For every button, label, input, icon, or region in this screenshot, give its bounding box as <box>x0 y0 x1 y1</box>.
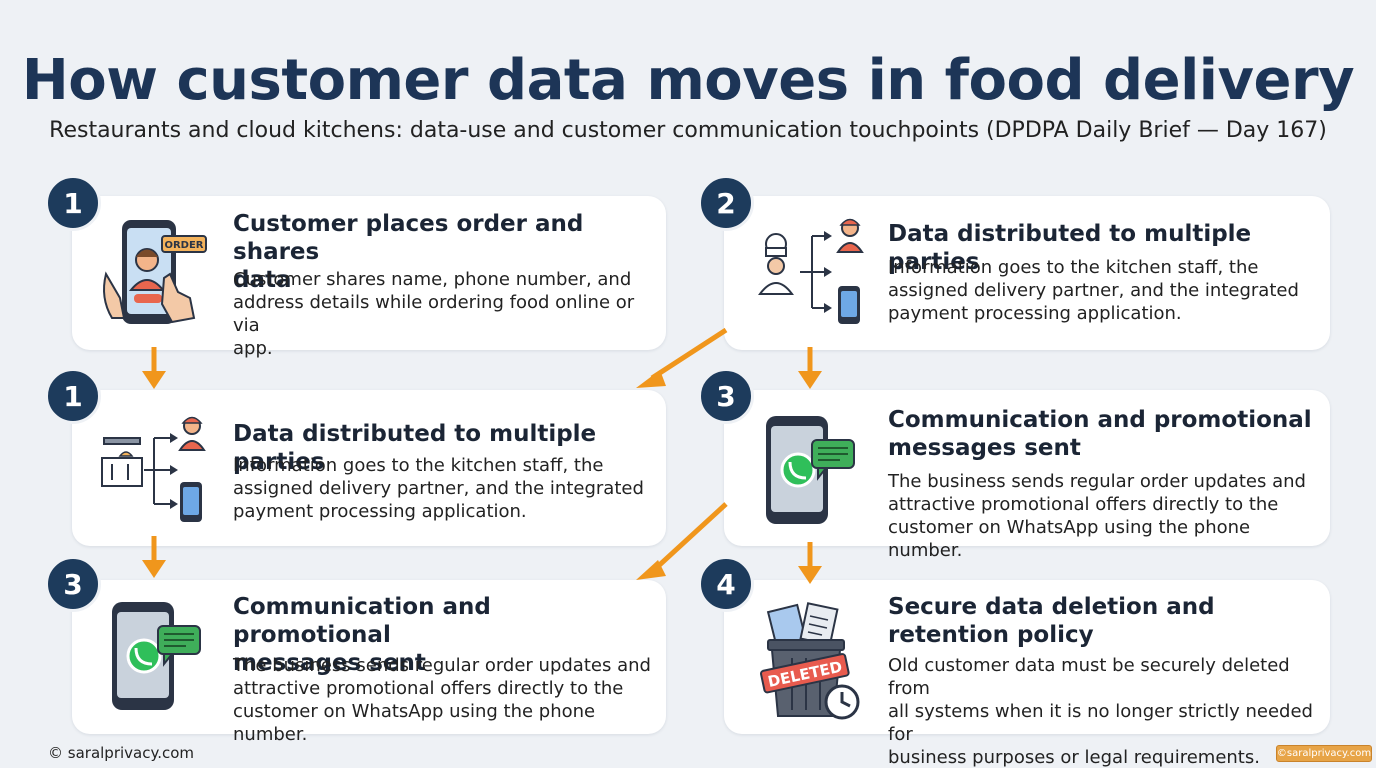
step-description: The business sends regular order updates… <box>888 471 1306 561</box>
whatsapp-phone-icon <box>766 416 855 524</box>
step-description: Old customer data must be securely delet… <box>888 655 1313 768</box>
step-badge: 4 <box>698 556 754 612</box>
step-title: Data distributed to multiple parties <box>233 421 597 475</box>
whatsapp-phone-icon <box>112 602 201 710</box>
watermark-badge: ©saralprivacy.com <box>1276 745 1372 762</box>
arrow-down-icon <box>142 347 166 389</box>
step-description: Customer shares name, phone number, and … <box>233 269 635 359</box>
page-title: How customer data moves in food delivery <box>21 48 1355 113</box>
order-label: ORDER <box>164 240 203 251</box>
arrow-down-icon <box>798 347 822 389</box>
copyright-footer: © saralprivacy.com <box>48 744 195 762</box>
step-title: Secure data deletion and retention polic… <box>888 594 1215 648</box>
step-description: The business sends regular order updates… <box>233 655 651 745</box>
step-description: Information goes to the kitchen staff, t… <box>888 257 1299 324</box>
page-subtitle: Restaurants and cloud kitchens: data-use… <box>49 118 1327 143</box>
arrow-down-icon <box>798 542 822 584</box>
step-badge: 3 <box>45 556 101 612</box>
step-badge: 3 <box>698 368 754 424</box>
step-badge: 2 <box>698 175 754 231</box>
step-title: Data distributed to multiple parties <box>888 221 1252 275</box>
step-badge: 1 <box>45 368 101 424</box>
step-badge: 1 <box>45 175 101 231</box>
arrow-down-icon <box>142 536 166 578</box>
phone-order-icon: ORDER <box>103 220 207 324</box>
kitchen-distribution-icon <box>101 416 206 522</box>
step-title: Customer places order and shares data <box>233 211 584 293</box>
arrow-diagonal-icon <box>636 502 728 580</box>
step-description: Information goes to the kitchen staff, t… <box>233 455 644 522</box>
step-title: Communication and promotional messages s… <box>888 407 1312 461</box>
distribution-icon <box>758 218 864 324</box>
arrow-diagonal-icon <box>636 327 728 388</box>
deleted-bin-icon: DELETED <box>760 602 860 720</box>
step-title: Communication and promotional messages s… <box>233 594 491 676</box>
